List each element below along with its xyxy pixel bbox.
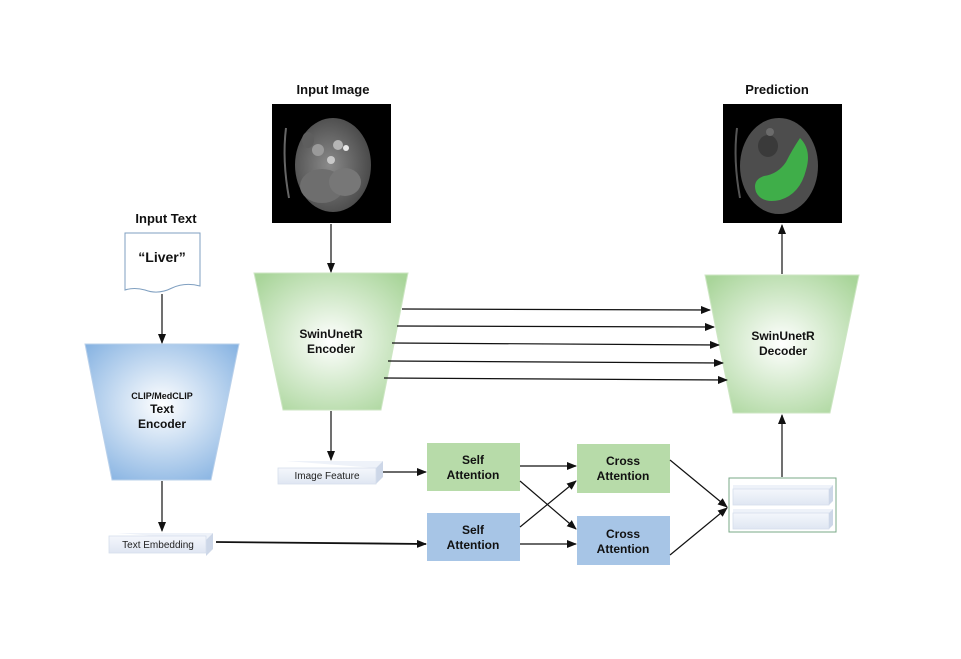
clip-label-line3: Encoder	[138, 417, 186, 431]
cross-attention-text-line2: Attention	[597, 542, 650, 556]
self-attention-text-line2: Attention	[447, 538, 500, 552]
cross-attention-image: Cross Attention	[577, 444, 670, 493]
clip-label-line2: Text	[150, 402, 174, 416]
self-attention-image-line1: Self	[462, 453, 485, 467]
text-embedding-node: Text Embedding	[108, 533, 213, 556]
cross-attention-image-line1: Cross	[606, 454, 640, 468]
skip-connection-1	[401, 305, 711, 314]
arrow-selfimg-to-crosstext	[519, 480, 577, 530]
skip-connection-4	[387, 358, 724, 367]
self-attention-image: Self Attention	[427, 443, 520, 491]
self-attention-image-line2: Attention	[447, 468, 500, 482]
image-feature-label: Image Feature	[294, 471, 359, 482]
decoder-label-line1: SwinUnetR	[751, 329, 815, 343]
swinunetr-decoder: SwinUnetR Decoder	[704, 274, 860, 414]
encoder-label-line2: Encoder	[307, 342, 355, 356]
prediction-title: Prediction	[745, 82, 809, 97]
cross-attention-text: Cross Attention	[577, 516, 670, 565]
text-embedding-label: Text Embedding	[122, 540, 194, 551]
arrow-selftext-to-crossimg	[519, 480, 577, 528]
skip-connection-3	[391, 340, 720, 349]
input-text-title: Input Text	[135, 211, 197, 226]
connections	[158, 224, 786, 556]
decoder-label-line2: Decoder	[759, 344, 807, 358]
input-ct-image	[272, 104, 391, 223]
cross-attention-text-line1: Cross	[606, 527, 640, 541]
arrow-embedding-to-self-attention	[215, 539, 427, 548]
input-image-title: Input Image	[297, 82, 370, 97]
arrow-crosstext-to-stack	[669, 507, 728, 556]
liver-segmentation-mask	[755, 138, 808, 201]
prediction-image	[723, 104, 842, 223]
fused-feature-stack	[728, 477, 837, 533]
skip-connection-5	[383, 375, 728, 384]
input-text-document: “Liver”	[124, 232, 201, 293]
encoder-label-line1: SwinUnetR	[299, 327, 363, 341]
clip-text-encoder: CLIP/MedCLIP Text Encoder	[84, 343, 240, 481]
cross-attention-image-line2: Attention	[597, 469, 650, 483]
clip-label-line1: CLIP/MedCLIP	[131, 391, 193, 401]
self-attention-text-line1: Self	[462, 523, 485, 537]
skip-connection-2	[396, 322, 715, 331]
arrow-crossimg-to-stack	[669, 459, 728, 508]
image-feature-node: Image Feature	[277, 461, 383, 485]
swinunetr-encoder: SwinUnetR Encoder	[253, 272, 409, 411]
input-text-value: “Liver”	[138, 249, 185, 265]
self-attention-text: Self Attention	[427, 513, 520, 561]
